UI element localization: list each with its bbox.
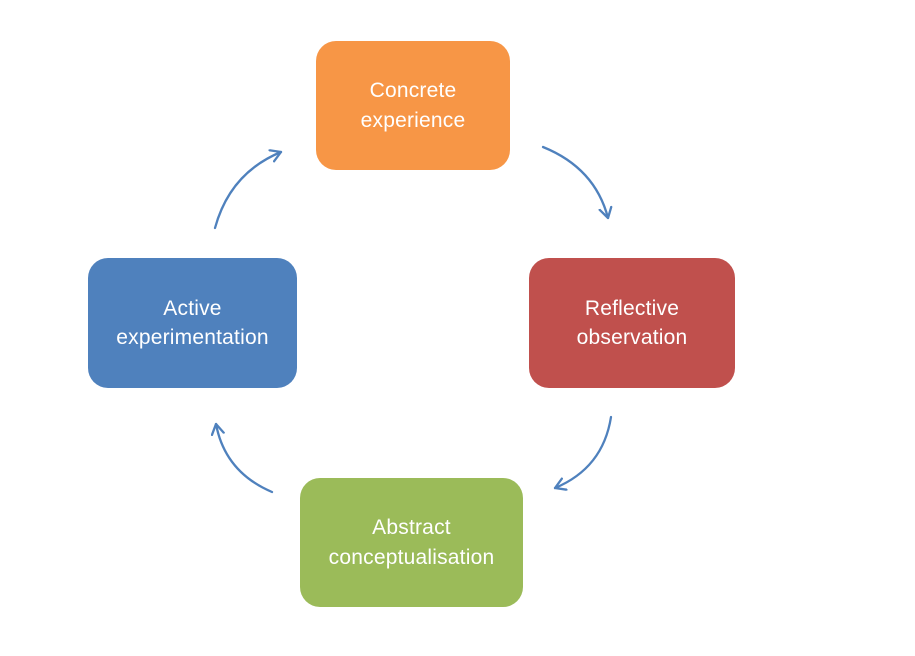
- arrow-reflective-to-abstract: [553, 415, 613, 488]
- node-abstract-conceptualisation: Abstract conceptualisation: [300, 478, 523, 607]
- node-reflective-observation: Reflective observation: [529, 258, 735, 388]
- node-concrete-experience: Concrete experience: [316, 41, 510, 170]
- node-reflective-observation-label: Reflective observation: [576, 296, 688, 349]
- node-active-experimentation: Active experimentation: [88, 258, 297, 388]
- node-abstract-conceptualisation-label: Abstract conceptualisation: [328, 516, 495, 569]
- node-concrete-experience-label: Concrete experience: [360, 79, 466, 132]
- node-active-experimentation-label: Active experimentation: [116, 296, 269, 349]
- arrow-concrete-to-reflective: [541, 145, 608, 220]
- arrow-abstract-to-active: [216, 422, 274, 494]
- arrow-active-to-concrete: [213, 152, 283, 230]
